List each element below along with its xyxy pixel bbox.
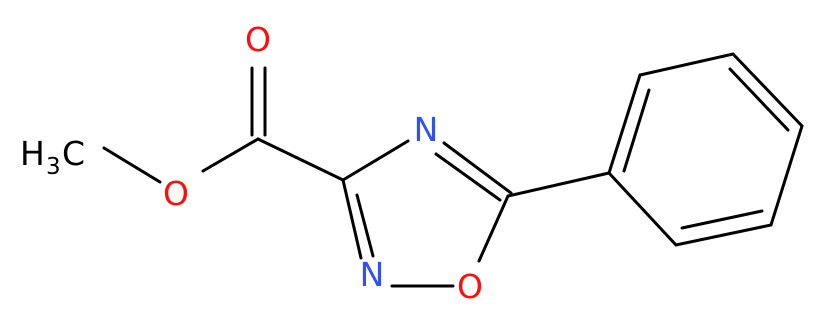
atom-methyl-c: C — [62, 134, 85, 173]
bond-c3-n4 — [341, 139, 410, 182]
bond-ester-o-methyl — [102, 146, 162, 184]
phenyl-inner-bond-b — [728, 67, 790, 132]
bond-carbonyl-ester-o — [201, 137, 260, 173]
bond-n4-c5-a — [442, 141, 513, 195]
atom-ring-o1: O — [457, 267, 483, 306]
bond-c5-o1 — [477, 194, 510, 263]
bond-n2-c3-b — [355, 193, 375, 258]
atom-ring-n2: N — [360, 255, 385, 294]
bond-n4-c5-b — [434, 152, 502, 202]
bond-carbonyl-ring-c3 — [256, 137, 345, 182]
phenyl-inner-bond-a — [622, 88, 651, 173]
phenyl-ring — [607, 52, 804, 247]
atom-ring-n4: N — [414, 110, 439, 149]
phenyl-inner-bond-c — [680, 209, 764, 230]
bond-c5-phenyl — [506, 171, 611, 198]
bond-n2-c3-a — [341, 178, 363, 260]
atom-methyl-subscript: 3 — [46, 154, 61, 180]
atom-carbonyl-oxygen: O — [245, 20, 271, 59]
atom-ester-oxygen: O — [163, 174, 189, 213]
atom-methyl-h: H — [20, 134, 45, 173]
